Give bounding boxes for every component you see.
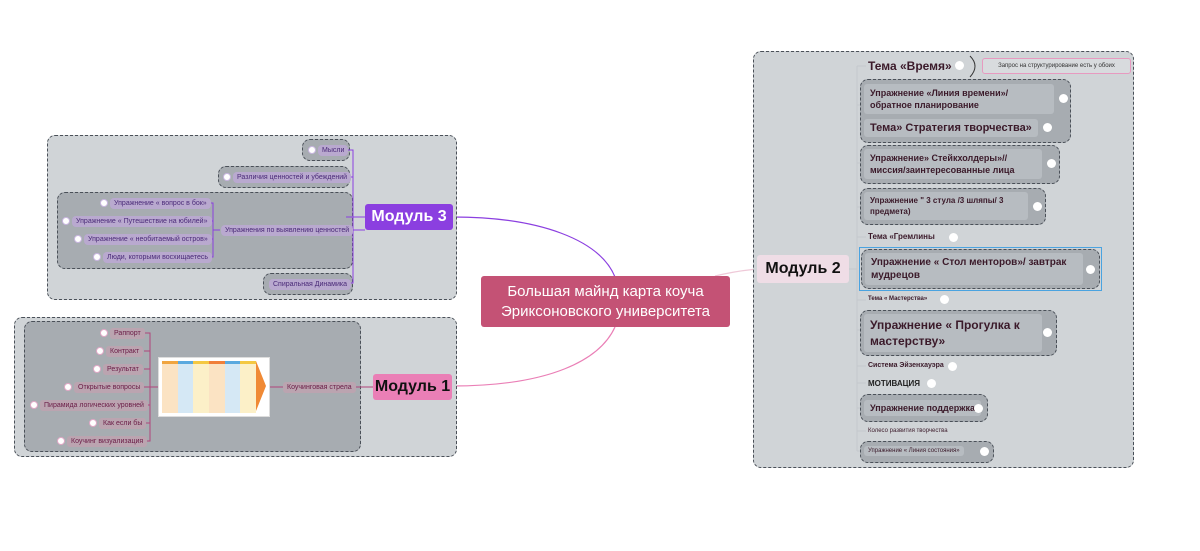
badge-icon (93, 365, 101, 373)
node-eisenhower[interactable]: Система Эйзенхауэра (868, 362, 944, 369)
module1-node[interactable]: Модуль 1 (373, 374, 452, 400)
collapse-dot[interactable] (940, 295, 949, 304)
collapse-dot[interactable] (974, 404, 983, 413)
badge-icon (30, 401, 38, 409)
badge-icon (57, 437, 65, 445)
note-box[interactable]: Запрос на структурирование есть у обоих (982, 58, 1131, 74)
badge-icon (100, 199, 108, 207)
collapse-dot[interactable] (1059, 94, 1068, 103)
badge-icon (74, 235, 82, 243)
node-piramida[interactable]: Пирамида логических уровней (40, 400, 148, 411)
collapse-dot[interactable] (955, 61, 964, 70)
node-linia-vremeni[interactable]: Упражнение «Линия времени»/ обратное пла… (864, 84, 1054, 114)
node-motivaciya[interactable]: МОТИВАЦИЯ (868, 379, 921, 388)
collapse-dot[interactable] (1047, 159, 1056, 168)
collapse-dot[interactable] (1086, 265, 1095, 274)
collapse-dot[interactable] (980, 447, 989, 456)
root-line2: Эриксоновского университета (500, 303, 710, 320)
badge-icon (308, 146, 316, 154)
collapse-dot[interactable] (1043, 328, 1052, 337)
badge-icon (100, 329, 108, 337)
node-vizualizaciya[interactable]: Коучинг визуализация (67, 436, 148, 447)
coaching-arrow-image[interactable] (158, 357, 270, 417)
node-kouchingovaya-strela[interactable]: Коучинговая стрела (283, 382, 356, 393)
root-line1: Большая майнд карта коуча (507, 283, 704, 300)
node-koleso[interactable]: Колесо развития творчества (868, 428, 948, 434)
node-uprazhneniya[interactable]: Упражнения по выявлению ценностей (221, 225, 354, 236)
badge-icon (93, 253, 101, 261)
collapse-dot[interactable] (1043, 123, 1052, 132)
node-linia-sostoyaniya[interactable]: Упражнение « Линия состояния» (864, 446, 964, 456)
node-spiral[interactable]: Спиральная Динамика (269, 279, 352, 290)
node-lyudi[interactable]: Люди, которыми восхищаетесь (103, 252, 212, 263)
root-node[interactable]: Большая майнд карта коуча Эриксоновского… (481, 276, 730, 327)
collapse-dot[interactable] (948, 362, 957, 371)
node-rapport[interactable]: Раппорт (110, 328, 145, 339)
node-stakeholders[interactable]: Упражнение» Стейкхолдеры»// миссия/заинт… (864, 149, 1042, 179)
node-strategiya[interactable]: Тема» Стратегия творчества» (864, 119, 1038, 137)
node-razlichiya[interactable]: Различия ценностей и убеждений (233, 172, 352, 183)
badge-icon (223, 173, 231, 181)
badge-icon (89, 419, 97, 427)
node-3-stula[interactable]: Упражнение " 3 стула /3 шляпы/ 3 предмет… (864, 192, 1028, 220)
note-text: Запрос на структурирование есть у обоих (998, 63, 1115, 69)
node-masterstva[interactable]: Тема « Мастерства» (868, 296, 928, 302)
selection-outline (859, 247, 1102, 291)
collapse-dot[interactable] (927, 379, 936, 388)
node-puteshestvie[interactable]: Упражнение « Путешествие на юбилей» (72, 216, 212, 227)
badge-icon (64, 383, 72, 391)
node-progulka[interactable]: Упражнение « Прогулка к мастерству» (864, 314, 1042, 352)
node-kak-esli[interactable]: Как если бы (99, 418, 147, 429)
collapse-dot[interactable] (1033, 202, 1042, 211)
node-mysli[interactable]: Мысли (318, 145, 349, 156)
node-vopros-v-bok[interactable]: Упражнение « вопрос в бок» (110, 198, 211, 209)
node-stol-mentorov[interactable]: Упражнение « Стол менторов»/ завтрак муд… (865, 253, 1083, 285)
badge-icon (62, 217, 70, 225)
node-rezultat[interactable]: Результат (103, 364, 143, 375)
collapse-dot[interactable] (949, 233, 958, 242)
node-ostrov[interactable]: Упражнение « необитаемый остров» (84, 234, 212, 245)
module3-node[interactable]: Модуль 3 (365, 204, 453, 230)
node-otkrytye[interactable]: Открытые вопросы (74, 382, 145, 393)
badge-icon (96, 347, 104, 355)
node-kontrakt[interactable]: Контракт (106, 346, 144, 357)
module2-node[interactable]: Модуль 2 (757, 255, 849, 283)
node-gremliny[interactable]: Тема «Гремлины (868, 232, 935, 241)
node-podderzhka[interactable]: Упражнение поддержка (864, 400, 982, 416)
node-tema-vremya[interactable]: Тема «Время» (868, 59, 952, 73)
